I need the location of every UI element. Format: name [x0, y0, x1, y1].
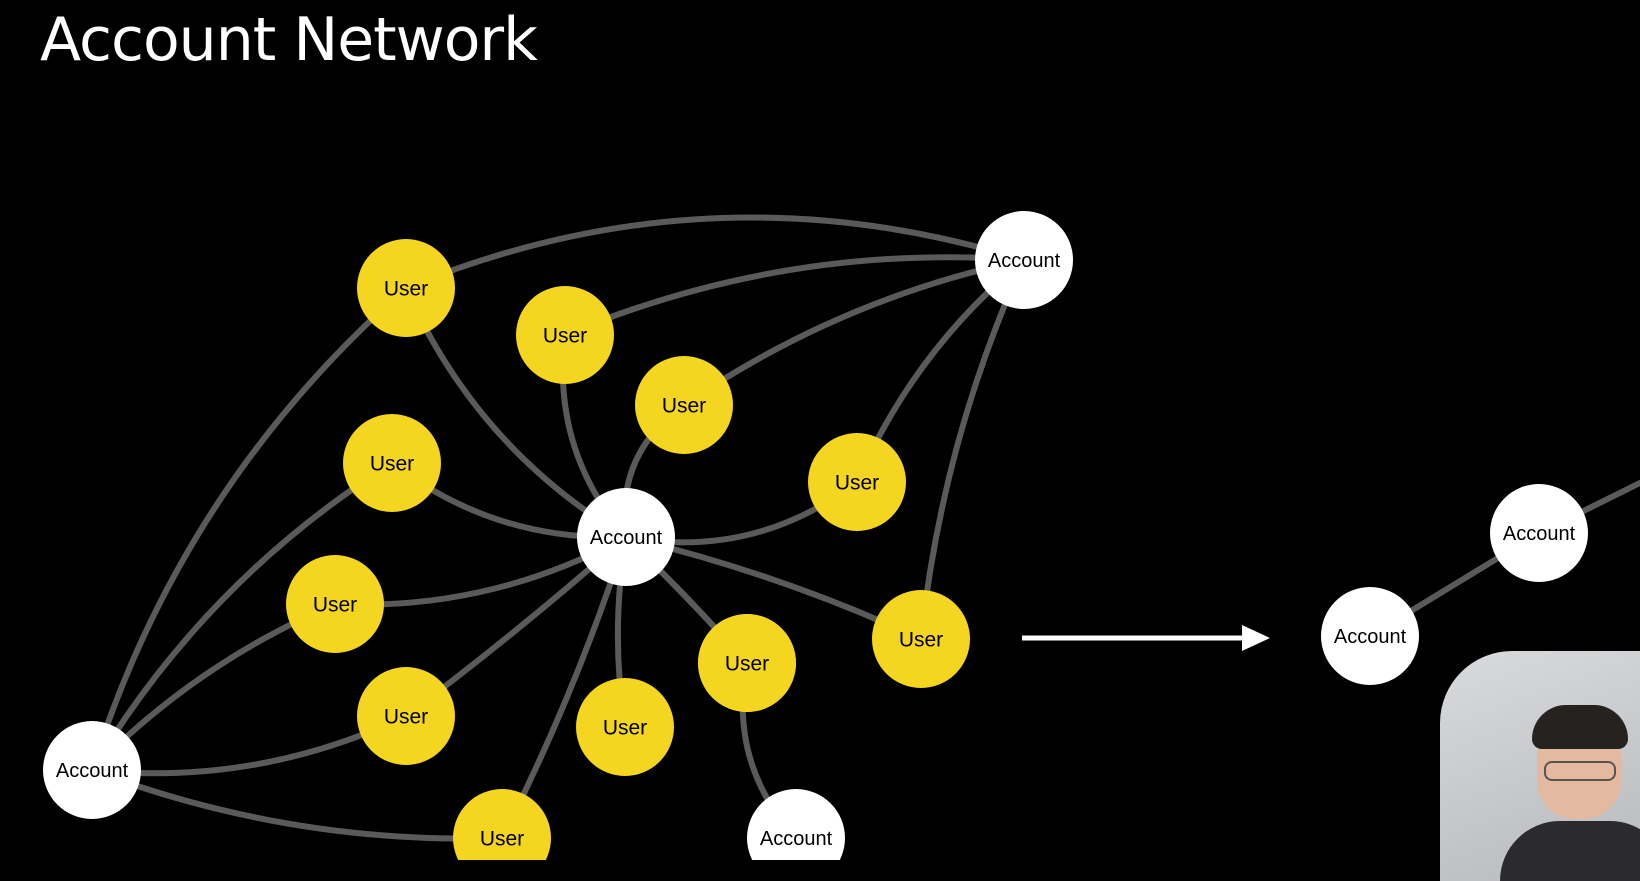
user-circle: [698, 614, 796, 712]
user-node-u4: User: [808, 433, 906, 531]
user-circle: [357, 239, 455, 337]
user-label: User: [662, 395, 706, 418]
user-label: User: [313, 594, 357, 617]
user-label: User: [384, 706, 428, 729]
account-circle: [975, 211, 1073, 309]
edge-u2-to-acc_top: [562, 254, 1027, 338]
account-node-acc_left: Account: [43, 721, 141, 819]
nodes-layer: AccountAccountAccountAccountUserUserUser…: [43, 211, 1588, 860]
edge-u3-to-acc_top: [681, 257, 1027, 408]
presenter-torso: [1500, 821, 1640, 881]
edge-u1-to-acc_left: [89, 285, 409, 773]
account-node-acc_bottom: Account: [747, 789, 845, 860]
user-node-u1: User: [357, 239, 455, 337]
edge-u6-to-acc_left: [89, 460, 395, 773]
user-label: User: [899, 629, 943, 652]
edge-u12-to-acc_left: [89, 767, 505, 842]
account-node-acc_top: Account: [975, 211, 1073, 309]
user-circle: [635, 356, 733, 454]
user-node-u9: User: [576, 678, 674, 776]
user-circle: [516, 286, 614, 384]
user-label: User: [480, 828, 524, 851]
user-node-u8: User: [357, 667, 455, 765]
user-label: User: [543, 325, 587, 348]
user-node-u5: User: [872, 590, 970, 688]
user-node-u7: User: [286, 555, 384, 653]
account-circle: [1321, 587, 1419, 685]
presenter-hair: [1532, 705, 1628, 749]
user-circle: [357, 667, 455, 765]
account-node-acc_center: Account: [577, 488, 675, 586]
account-node-r_acc2: Account: [1490, 484, 1588, 582]
account-label: Account: [590, 527, 663, 549]
account-node-r_acc1: Account: [1321, 587, 1419, 685]
user-circle: [453, 789, 551, 860]
user-node-u3: User: [635, 356, 733, 454]
user-circle: [808, 433, 906, 531]
user-circle: [343, 414, 441, 512]
user-node-u12: User: [453, 789, 551, 860]
account-circle: [577, 488, 675, 586]
account-label: Account: [988, 250, 1061, 272]
account-circle: [43, 721, 141, 819]
edge-u5-to-acc_top: [918, 257, 1027, 642]
edge-u1-to-acc_top: [403, 214, 1027, 291]
user-node-u11: User: [698, 614, 796, 712]
user-node-u6: User: [343, 414, 441, 512]
account-network-diagram: AccountAccountAccountAccountUserUserUser…: [43, 211, 1640, 860]
user-label: User: [835, 472, 879, 495]
user-circle: [286, 555, 384, 653]
user-label: User: [370, 453, 414, 476]
presenter-webcam: [1440, 651, 1640, 881]
user-label: User: [603, 717, 647, 740]
slide-title: Account Network: [40, 5, 538, 75]
account-label: Account: [760, 828, 833, 850]
user-label: User: [725, 653, 769, 676]
arrow-head-icon: [1242, 625, 1270, 651]
account-label: Account: [1334, 626, 1407, 648]
user-label: User: [384, 278, 428, 301]
presenter-glasses-icon: [1544, 761, 1616, 781]
account-circle: [1490, 484, 1588, 582]
account-label: Account: [56, 760, 129, 782]
user-circle: [872, 590, 970, 688]
user-circle: [576, 678, 674, 776]
user-node-u2: User: [516, 286, 614, 384]
account-label: Account: [1503, 523, 1576, 545]
transform-arrow: [1022, 625, 1270, 651]
account-circle: [747, 789, 845, 860]
